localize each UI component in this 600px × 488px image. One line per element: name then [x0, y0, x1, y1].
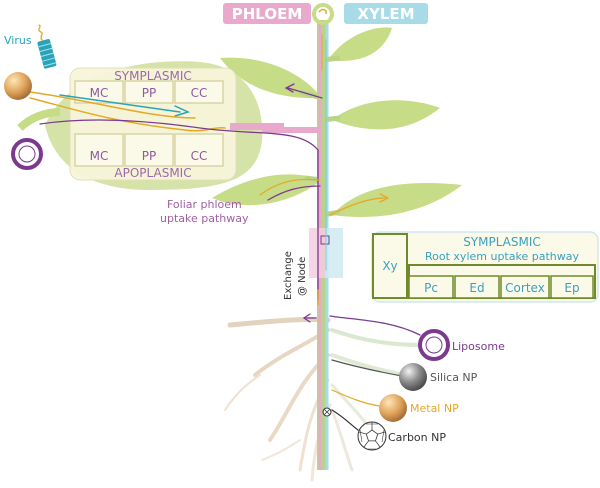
root-cell-ed: Ed	[469, 281, 484, 295]
leaf-upper-left	[220, 57, 322, 99]
exchange-node-label: Exchange @ Node	[283, 251, 308, 300]
leaf-panel: SYMPLASMIC MC PP CC MC PP CC APOPLASMIC	[69, 67, 284, 181]
leaf-top-cell-cc: CC	[191, 86, 208, 100]
leaf-top-right	[328, 27, 392, 61]
silica-np-icon	[399, 363, 427, 391]
metal-label: Metal NP	[410, 402, 459, 415]
leaf-lower-right	[332, 183, 462, 217]
xylem-title: XYLEM	[357, 5, 414, 23]
root-pathway-subtitle: Root xylem uptake pathway	[425, 250, 579, 263]
metal-np-root: Metal NP	[379, 394, 459, 422]
phloem-header: PHLOEM	[223, 3, 311, 24]
root-xy-label: Xy	[382, 259, 397, 273]
root-symplasmic-title: SYMPLASMIC	[463, 235, 541, 249]
silica-np-root: Silica NP	[399, 363, 478, 391]
root-cell-cortex: Cortex	[505, 281, 545, 295]
apex-bud	[312, 3, 334, 25]
silica-label: Silica NP	[430, 371, 478, 384]
liposome-label: Liposome	[452, 340, 505, 353]
carbon-label: Carbon NP	[388, 431, 446, 444]
leaf-top-cell-pp: PP	[142, 86, 156, 100]
carbon-np-icon	[357, 421, 387, 451]
carbon-np-root: Carbon NP	[322, 407, 446, 451]
phloem-title: PHLOEM	[232, 5, 303, 23]
xylem-header: XYLEM	[344, 3, 428, 24]
leaf-apoplasmic-title: APOPLASMIC	[114, 166, 191, 180]
leaf-bottom-cell-mc: MC	[90, 149, 109, 163]
leaf-upper-right	[332, 100, 440, 130]
exchange-node-line2: @ Node	[297, 257, 308, 296]
metal-np-root-icon	[379, 394, 407, 422]
metal-np-leaf-icon	[4, 72, 32, 100]
virus-particle: Virus	[4, 24, 57, 69]
leaf-top-cell-mc: MC	[90, 86, 109, 100]
liposome-root-icon	[418, 329, 450, 361]
root-panel: SYMPLASMIC Root xylem uptake pathway Xy …	[371, 231, 599, 303]
liposome-root: Liposome	[418, 329, 505, 361]
leaf-top-cells: MC PP CC	[74, 80, 224, 104]
root-cell-ep: Ep	[564, 281, 579, 295]
leaf-bottom-cells: MC PP CC	[74, 133, 224, 167]
virus-label: Virus	[4, 34, 32, 47]
foliar-pathway-label-line1: Foliar phloem	[167, 198, 242, 211]
node-junction	[320, 235, 330, 245]
transport-paths	[29, 34, 421, 431]
exchange-node-line1: Exchange	[283, 251, 294, 300]
leaf-symplasmic-title: SYMPLASMIC	[114, 69, 192, 83]
foliar-pathway-label-line2: uptake pathway	[160, 212, 249, 225]
leaf-bottom-cell-pp: PP	[142, 149, 156, 163]
leaf-bottom-cell-cc: CC	[191, 149, 208, 163]
liposome-leaf-icon	[11, 138, 43, 170]
virus-icon	[37, 24, 57, 69]
root-xy-cell	[372, 233, 408, 299]
root-cell-pc: Pc	[424, 281, 438, 295]
